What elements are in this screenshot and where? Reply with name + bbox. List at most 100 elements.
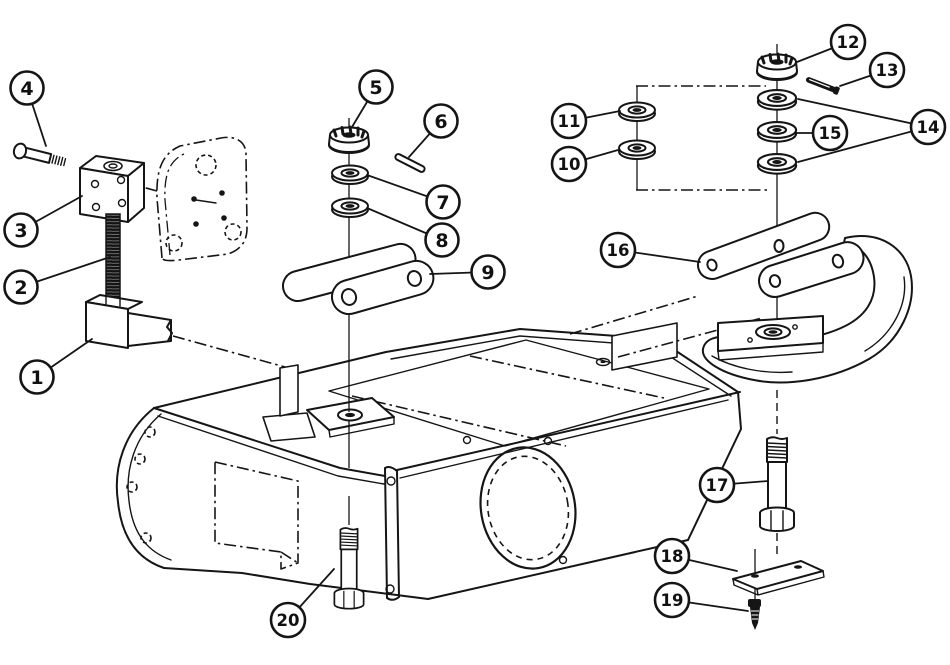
link-bracket-part-9: [282, 242, 435, 315]
callout-number: 20: [277, 611, 300, 630]
housing-deck-left-edge: [153, 351, 387, 409]
face-hole-2: [558, 555, 568, 565]
callout-12: 12: [829, 23, 867, 61]
deck-phantom-line-2: [469, 355, 665, 399]
housing-opening: [479, 446, 577, 570]
c-clamp-pad: [717, 315, 824, 361]
housing-deck-back-inner: [390, 335, 732, 397]
callout-number: 11: [558, 112, 581, 131]
threaded-rod-part-2: [105, 213, 121, 307]
callout-9: 9: [470, 254, 506, 290]
callout-8: 8: [424, 222, 460, 258]
leader-14: [797, 98, 929, 163]
housing-left-face-inner-line: [127, 413, 172, 561]
screw-part-19: [748, 599, 761, 630]
plate-hole-corner-right: [224, 223, 242, 241]
callout-number: 8: [435, 230, 448, 252]
callout-number: 4: [20, 78, 33, 100]
lock-plate-part-18: [732, 560, 825, 596]
c-clamp-bracket-part-16: [697, 211, 913, 384]
callout-4: 4: [9, 70, 45, 106]
channel-bracket-phantom: [214, 461, 299, 570]
housing-edge-hole-bottom: [385, 584, 395, 594]
clamp-foot-part-1: [85, 294, 173, 349]
flat-washer-part-14a: [756, 88, 798, 111]
mounting-plate-phantom: [156, 136, 248, 262]
callout-number: 14: [917, 118, 940, 137]
plate-hole-large: [195, 154, 217, 176]
deck-phantom-line-1: [351, 395, 567, 447]
housing-body: [115, 322, 742, 601]
plate-hole-corner-left: [165, 234, 183, 252]
callout-11: 11: [550, 102, 588, 140]
clamp-location-phantom-1: [569, 295, 699, 335]
callout-number: 9: [481, 262, 494, 284]
callout-number: 6: [434, 111, 447, 133]
callout-number: 10: [558, 155, 581, 174]
hex-bolt-part-17: [759, 436, 795, 532]
callout-number: 12: [837, 33, 860, 52]
deck-flap-right: [611, 322, 678, 371]
callout-2: 2: [3, 269, 39, 305]
block-top-hole: [103, 160, 123, 172]
anchor-block-part-3: [79, 155, 145, 223]
straight-pin-part-13: [805, 77, 840, 95]
straight-pin-part-6: [394, 153, 426, 173]
c-clamp-top-hole: [773, 239, 785, 253]
housing-right-edge: [687, 391, 742, 541]
callout-6: 6: [423, 103, 459, 139]
callout-number: 13: [876, 61, 899, 80]
flat-washer-part-7: [331, 164, 369, 185]
castle-nut-part-12: [755, 52, 799, 82]
face-hole-1: [543, 436, 553, 446]
callout-number: 17: [706, 476, 729, 495]
housing-front-rim: [153, 407, 386, 477]
callout-13: 13: [868, 51, 906, 89]
flat-washer-part-15: [756, 120, 798, 143]
housing-face-top-edge: [396, 391, 741, 471]
deck-mounting-pad: [306, 397, 395, 438]
callout-20: 20: [269, 601, 307, 639]
c-clamp-front-bar: [758, 241, 865, 298]
callout-number: 3: [14, 220, 27, 242]
callout-15: 15: [811, 114, 849, 152]
callout-number: 18: [661, 547, 684, 566]
callout-14: 14: [909, 108, 947, 146]
housing-front-left-edge: [384, 466, 400, 601]
castle-nut-part-5: [327, 125, 371, 155]
callout-1: 1: [19, 359, 55, 395]
housing-face-top-inner: [399, 399, 729, 479]
hex-bolt-part-4: [12, 142, 67, 167]
callout-5: 5: [358, 69, 394, 105]
callout-number: 15: [819, 124, 842, 143]
deck-slot: [262, 412, 316, 442]
callout-number: 19: [661, 591, 684, 610]
housing-bottom-right-edge: [427, 539, 689, 600]
face-hole-3: [462, 435, 472, 445]
callout-17: 17: [698, 466, 736, 504]
flat-washer-part-10: [618, 139, 656, 160]
deck-flap-left: [279, 364, 299, 417]
housing-edge-hole-top: [386, 476, 396, 486]
callout-number: 1: [30, 367, 43, 389]
foot-location-phantom: [172, 335, 286, 368]
callout-number: 16: [607, 241, 630, 260]
housing-left-face-outline: [115, 407, 165, 569]
callout-10: 10: [550, 145, 588, 183]
callout-7: 7: [425, 184, 461, 220]
callout-18: 18: [653, 537, 691, 575]
callout-number: 7: [436, 192, 449, 214]
callout-3: 3: [3, 212, 39, 248]
housing-deck-panel: [328, 339, 710, 447]
housing-left-face-bolt-holes: [126, 426, 156, 544]
callout-number: 2: [14, 277, 27, 299]
deck-hole-right: [595, 357, 611, 367]
flat-washer-part-11: [618, 101, 656, 122]
hex-bolt-part-20: [333, 527, 365, 610]
c-clamp-back-bar: [697, 211, 831, 280]
flat-washer-part-14b: [756, 152, 798, 175]
callout-number: 5: [369, 77, 382, 99]
housing-front-rim-inner: [157, 415, 385, 485]
